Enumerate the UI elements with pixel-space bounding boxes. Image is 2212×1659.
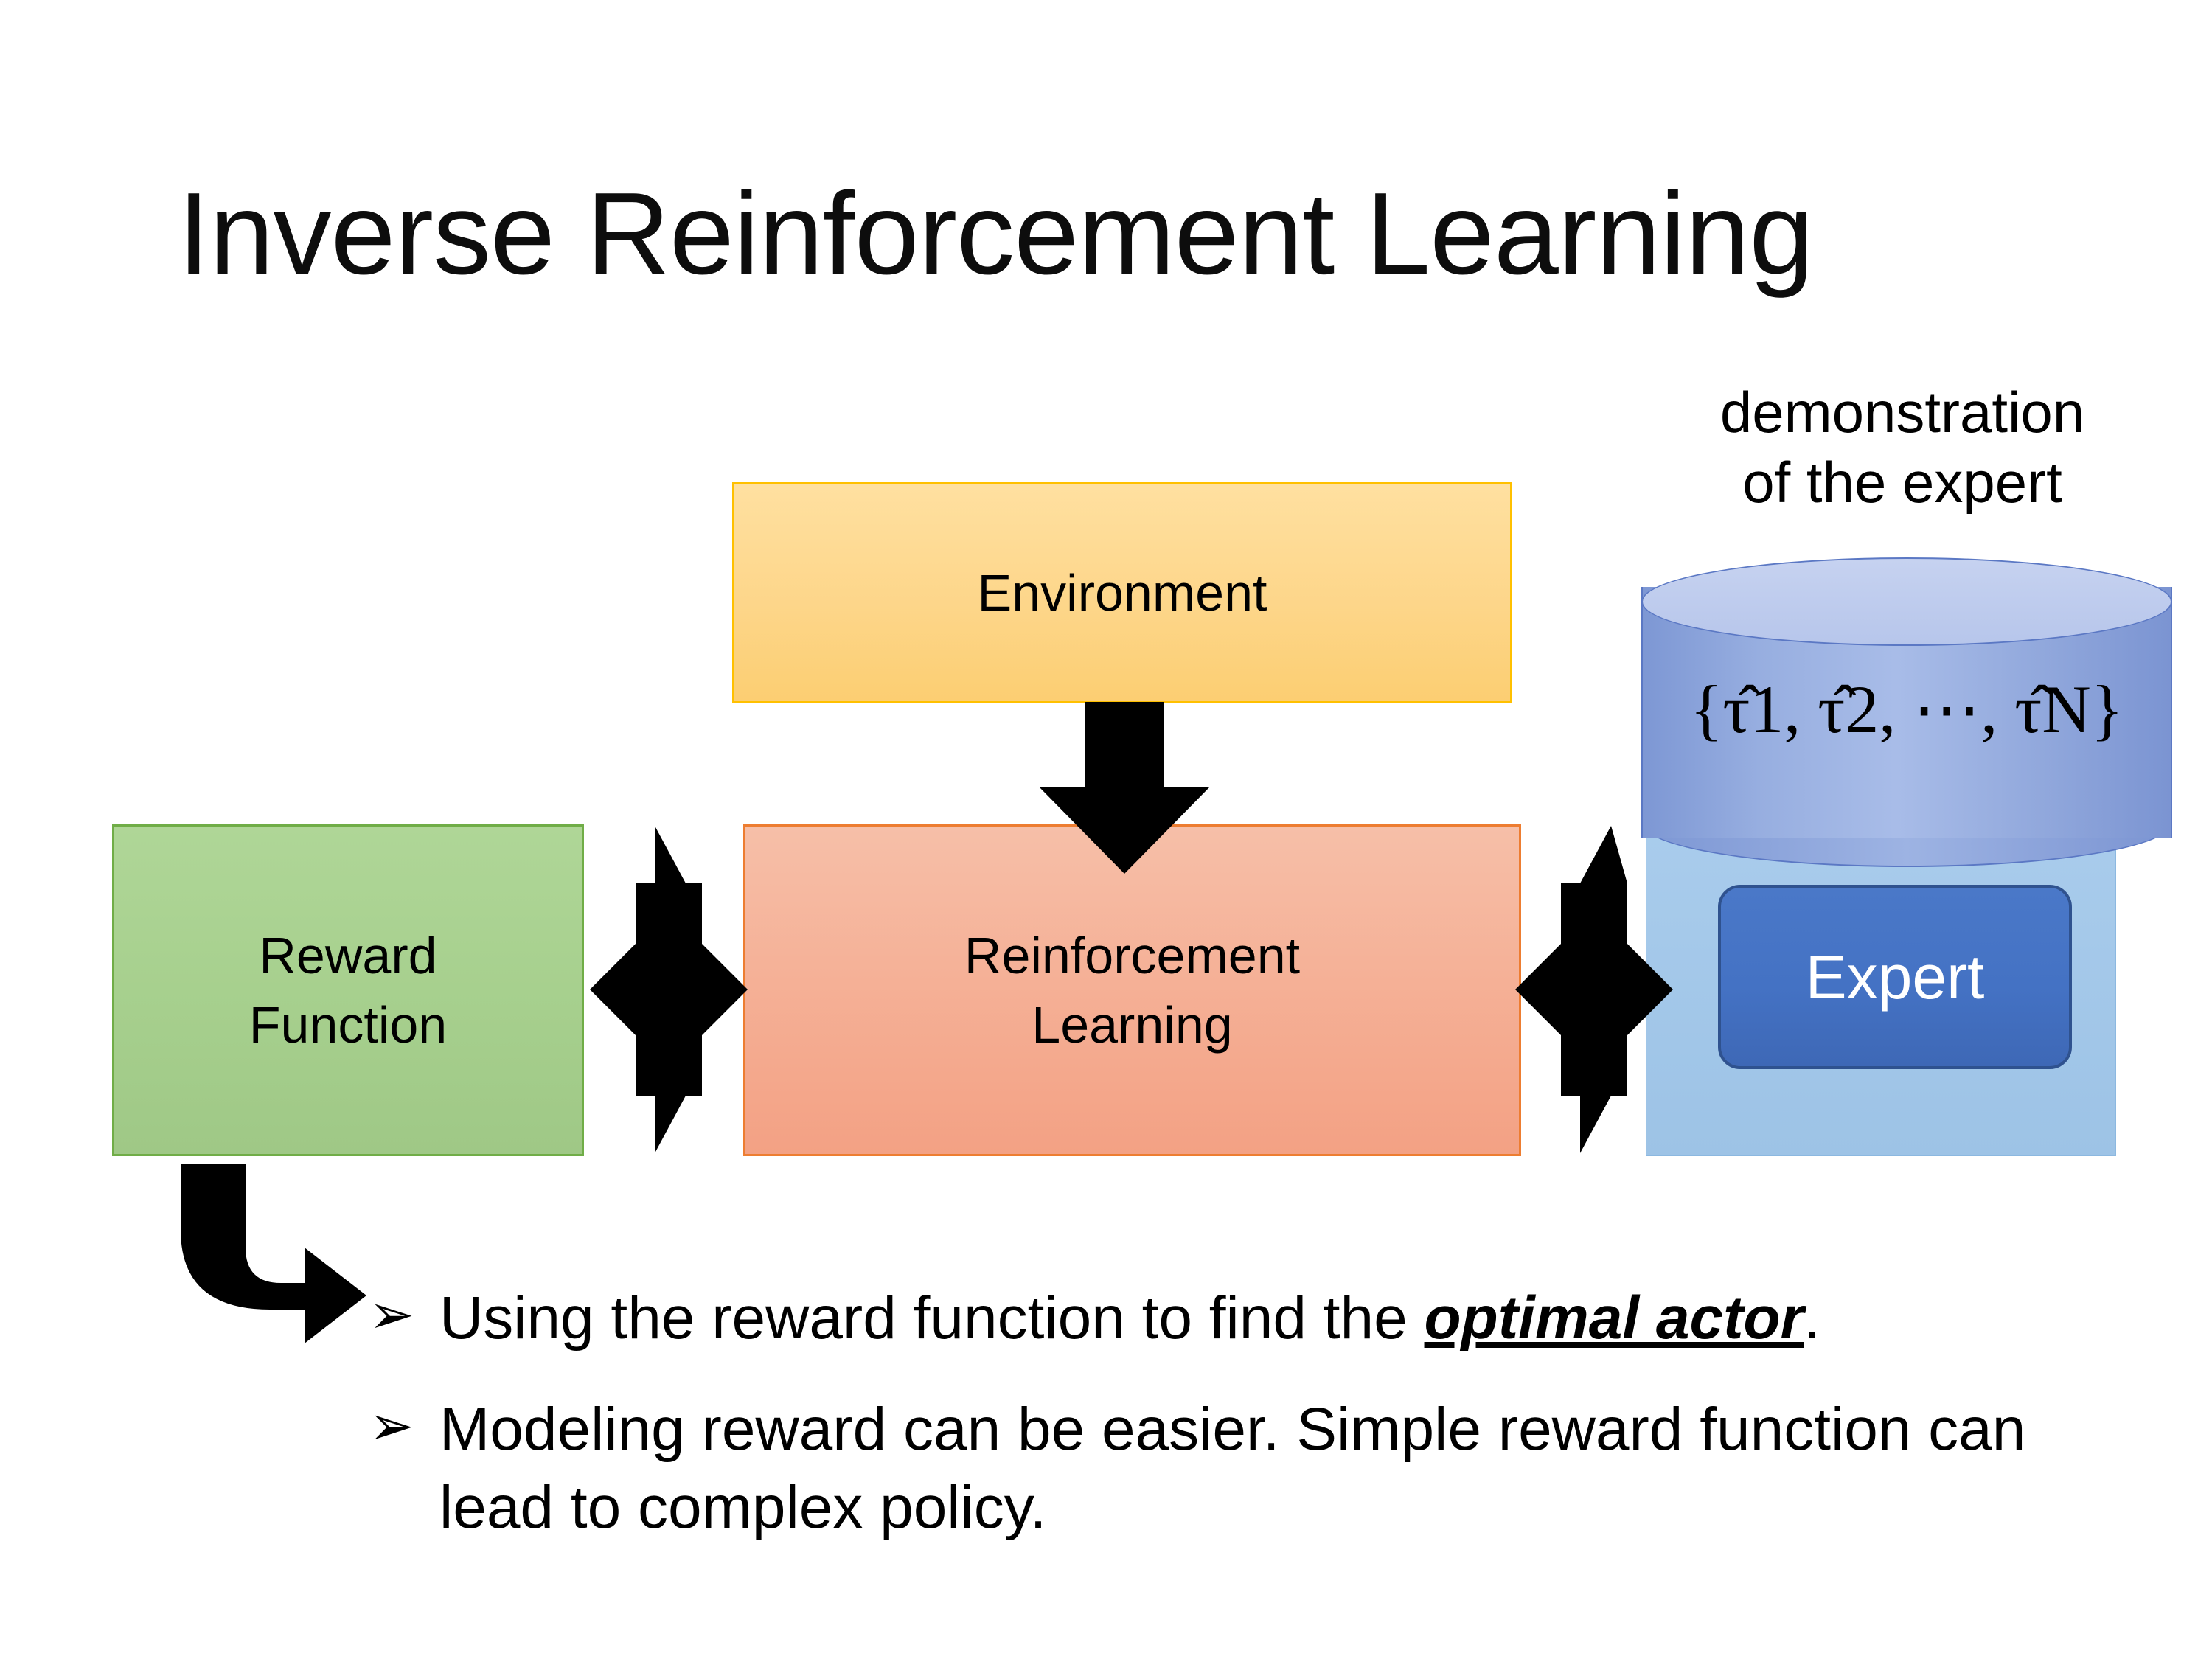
demonstration-caption-line-1: demonstration <box>1719 380 2085 445</box>
bullet-1-text-before: Using the reward function to find the <box>439 1284 1425 1352</box>
rl-label-line-2: Learning <box>1032 996 1233 1054</box>
reward-function-box[interactable]: Reward Function <box>112 824 584 1156</box>
reward-function-box-label: Reward Function <box>249 921 447 1060</box>
expert-box-label: Expert <box>1805 942 1985 1012</box>
reinforcement-learning-box[interactable]: Reinforcement Learning <box>743 824 1521 1156</box>
cylinder-top-ellipse <box>1641 557 2172 646</box>
bullet-list: ➢ Using the reward function to find the … <box>369 1279 2153 1580</box>
bullet-1-emphasis: optimal actor <box>1424 1284 1804 1352</box>
bullet-2-line-2: function can lead to complex policy. <box>439 1395 2026 1542</box>
reward-label-line-2: Function <box>248 996 448 1054</box>
environment-box[interactable]: Environment <box>732 482 1512 703</box>
list-item: ➢ Using the reward function to find the … <box>369 1279 2153 1358</box>
bullet-arrow-icon: ➢ <box>369 1394 415 1458</box>
expert-box[interactable]: Expert <box>1718 885 2072 1069</box>
elbow-arrow-icon <box>181 1164 366 1343</box>
bullet-1-text-after: . <box>1804 1284 1821 1352</box>
bullet-2-text: Modeling reward can be easier. Simple re… <box>439 1396 2025 1542</box>
demonstration-caption: demonstration of the expert <box>1622 378 2183 518</box>
environment-box-label: Environment <box>977 563 1267 622</box>
bullet-arrow-icon: ➢ <box>369 1283 415 1346</box>
demonstration-cylinder: {τ̂1, τ̂2, ⋯, τ̂N} <box>1641 557 2172 867</box>
reinforcement-learning-box-label: Reinforcement Learning <box>964 921 1300 1060</box>
bullet-1-text: Using the reward function to find the op… <box>439 1284 1820 1352</box>
trajectory-set-label: {τ̂1, τ̂2, ⋯, τ̂N} <box>1690 672 2124 747</box>
list-item: ➢ Modeling reward can be easier. Simple … <box>369 1391 2153 1548</box>
bullet-2-line-1: Modeling reward can be easier. Simple re… <box>439 1395 1683 1463</box>
demonstration-caption-line-2: of the expert <box>1742 450 2062 515</box>
page-title: Inverse Reinforcement Learning <box>177 169 1814 299</box>
four-way-arrow-left-icon <box>590 826 748 1153</box>
reward-label-line-1: Reward <box>259 926 437 984</box>
rl-label-line-1: Reinforcement <box>964 926 1301 984</box>
